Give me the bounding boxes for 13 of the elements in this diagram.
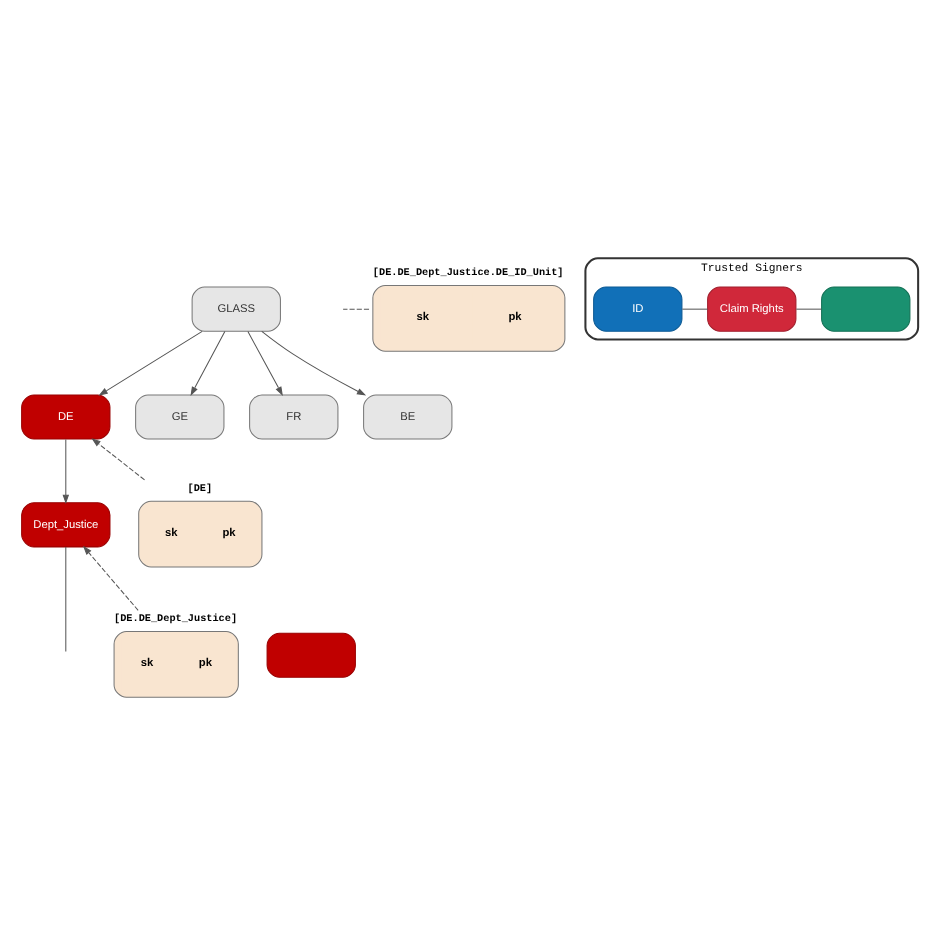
arrow	[190, 330, 226, 395]
node-box	[821, 285, 911, 331]
connector	[795, 307, 823, 309]
arrow	[98, 329, 203, 395]
arrow	[261, 329, 367, 395]
connector	[342, 307, 370, 309]
connector	[681, 307, 709, 309]
arrow	[82, 544, 139, 610]
arrow	[91, 437, 146, 480]
arrow	[62, 437, 70, 503]
node-box	[266, 631, 356, 677]
arrow	[247, 330, 283, 395]
connector	[65, 545, 67, 651]
